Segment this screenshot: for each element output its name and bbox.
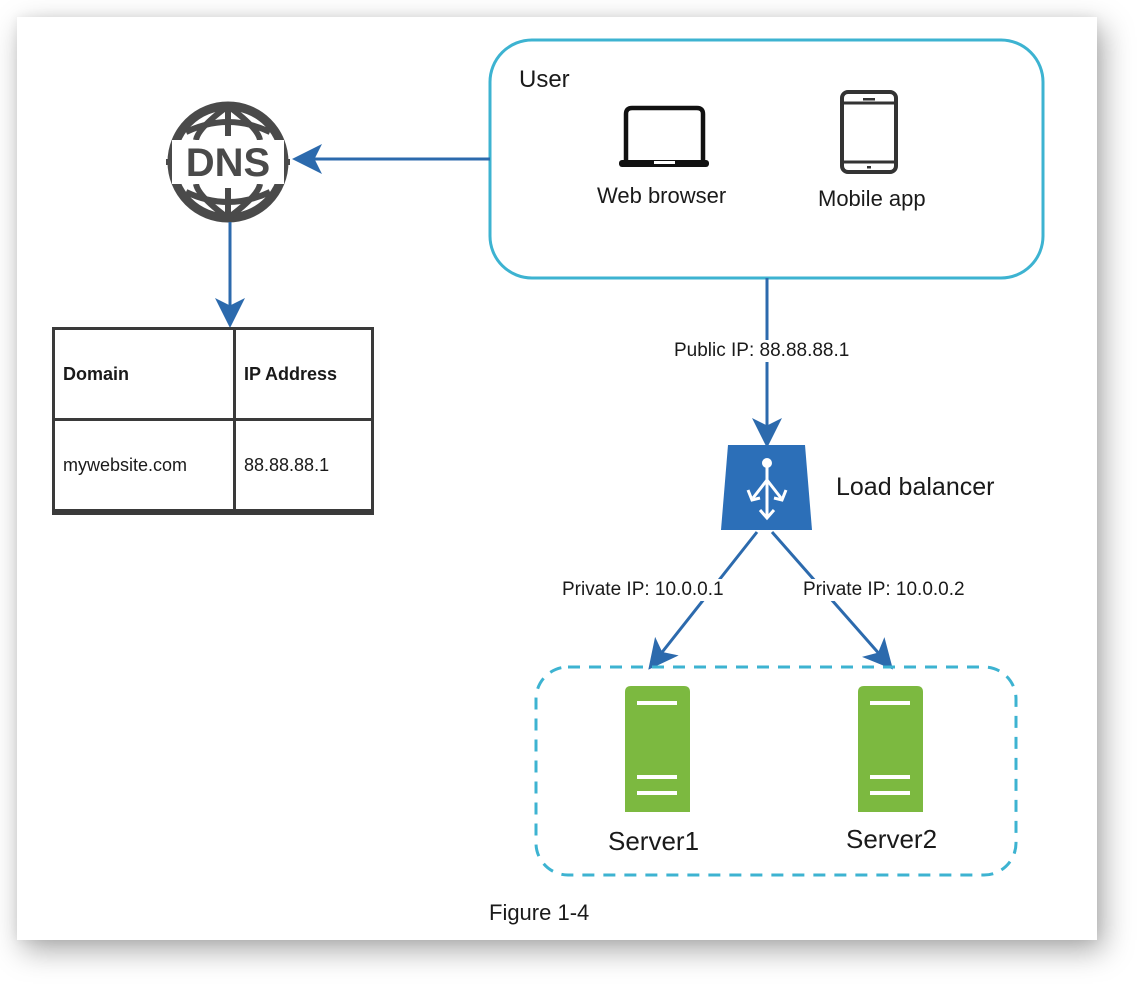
server1-label: Server1 (608, 826, 700, 856)
server2-label: Server2 (846, 824, 938, 854)
dns-globe-icon: DNS (166, 101, 290, 223)
table-header-ip: IP Address (233, 327, 374, 421)
table-cell-domain: mywebsite.com (52, 418, 236, 512)
server-icon (625, 686, 690, 812)
table-cell-ip: 88.88.88.1 (233, 418, 374, 512)
server-icon (858, 686, 923, 812)
user-box-title: User (519, 66, 570, 93)
public-ip-label: Public IP: 88.88.88.1 (672, 340, 852, 362)
user-box (488, 38, 1045, 280)
laptop-icon (619, 105, 709, 167)
server-group-box (534, 665, 1018, 877)
mobile-phone-icon (840, 90, 898, 174)
web-browser-label: Web browser (597, 183, 727, 208)
table-header-domain: Domain (52, 327, 236, 421)
dns-table: Domain IP Address mywebsite.com 88.88.88… (52, 327, 374, 512)
dns-icon-text: DNS (186, 141, 270, 185)
private-ip-1-label: Private IP: 10.0.0.1 (560, 579, 726, 601)
load-balancer-label: Load balancer (836, 473, 995, 501)
figure-caption: Figure 1-4 (489, 900, 590, 925)
table-header-row: Domain IP Address (52, 327, 374, 421)
table-row: mywebsite.com 88.88.88.1 (52, 418, 374, 512)
load-balancer-icon (721, 445, 812, 530)
private-ip-2-label: Private IP: 10.0.0.2 (801, 579, 967, 601)
mobile-app-label: Mobile app (818, 186, 926, 211)
